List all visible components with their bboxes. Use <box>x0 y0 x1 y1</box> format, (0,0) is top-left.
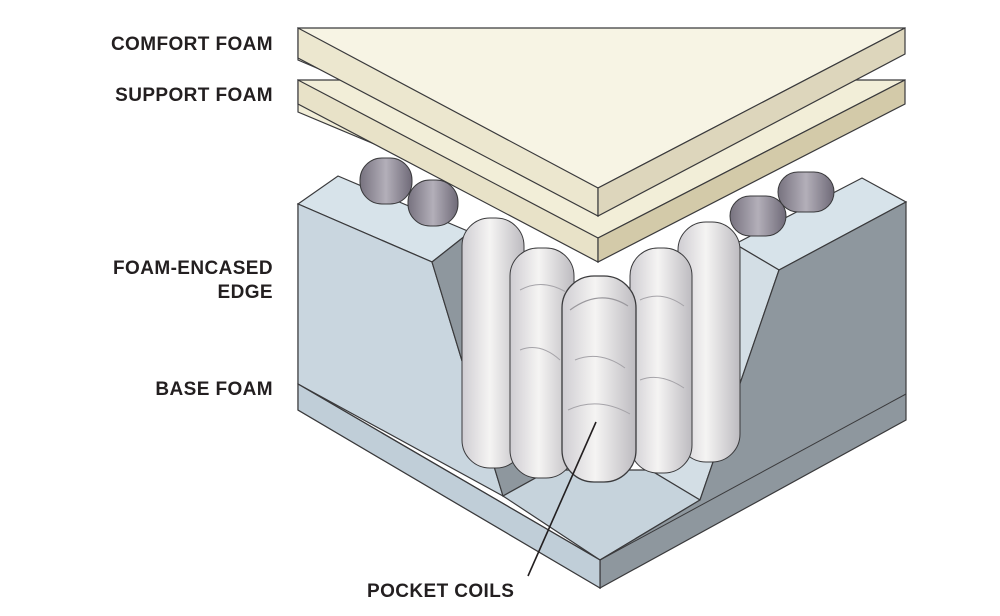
foam-encased-edge-label: FOAM-ENCASED EDGE <box>113 257 273 305</box>
coil-front <box>519 275 685 483</box>
coil-back-row <box>359 157 835 237</box>
comfort-foam-label: COMFORT FOAM <box>110 34 273 55</box>
support-foam-label: SUPPORT FOAM <box>115 85 273 106</box>
coil-middle-row <box>461 217 741 479</box>
foam-encased-edge-label-line2: EDGE <box>217 282 273 303</box>
comfort-foam-right-edge <box>597 27 906 217</box>
support-foam-right-edge <box>597 79 906 263</box>
comfort-foam-layer <box>297 27 906 217</box>
pocket-coils-leader <box>527 421 597 577</box>
foam-encased-edge-label-line1: FOAM-ENCASED <box>113 258 273 279</box>
base-foam-label: BASE FOAM <box>155 379 273 400</box>
pocket-coils-label: POCKET COILS <box>367 581 515 602</box>
pocket-coils <box>359 157 835 483</box>
